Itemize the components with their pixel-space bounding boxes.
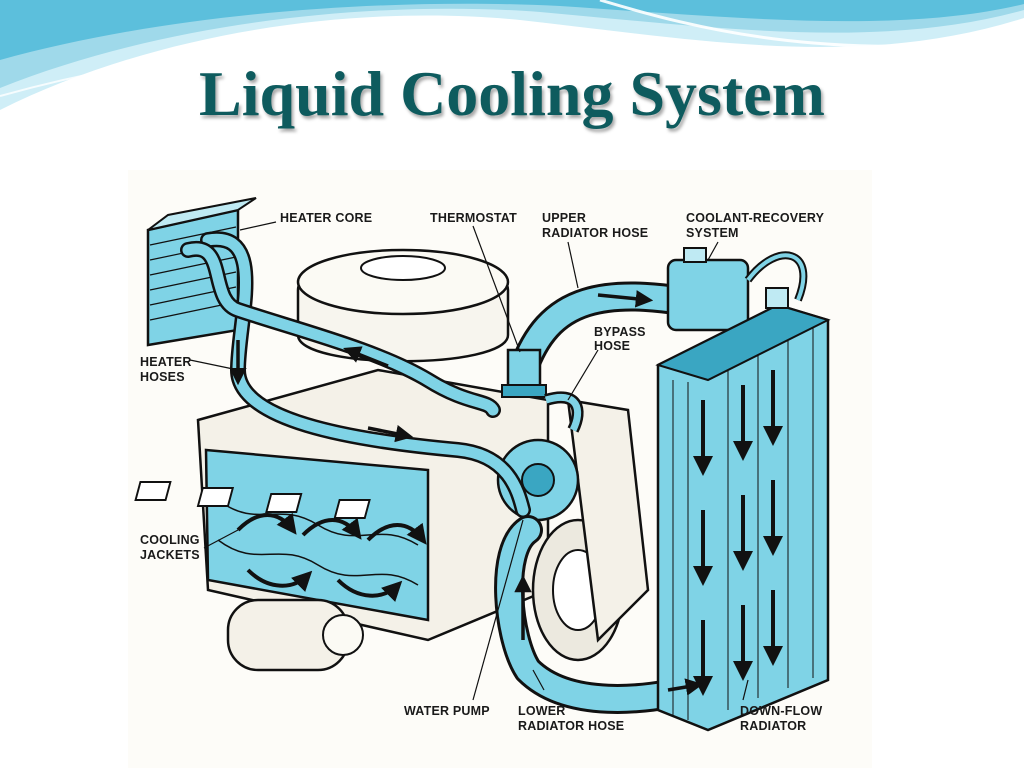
bypass-hose bbox=[544, 391, 584, 433]
coolant-recovery-tank bbox=[666, 247, 808, 332]
cooling-system-diagram: HEATER CORE THERMOSTAT UPPER RADIATOR HO… bbox=[128, 170, 872, 768]
thermostat-housing bbox=[501, 348, 547, 398]
label-lower-radiator-hose-line2: RADIATOR HOSE bbox=[518, 719, 624, 733]
hose-flow-arrows bbox=[229, 290, 704, 696]
label-leader-lines bbox=[189, 221, 749, 701]
label-lower-radiator-hose-line1: LOWER bbox=[518, 704, 566, 718]
starter-motor bbox=[226, 598, 364, 672]
diagram-labels: HEATER CORE THERMOSTAT UPPER RADIATOR HO… bbox=[140, 211, 825, 733]
label-coolant-recovery-line2: SYSTEM bbox=[686, 226, 739, 240]
label-heater-core: HEATER CORE bbox=[280, 211, 372, 225]
label-heater-hoses-line1: HEATER bbox=[140, 355, 192, 369]
cooling-diagram-svg: HEATER CORE THERMOSTAT UPPER RADIATOR HO… bbox=[134, 197, 831, 733]
label-heater-hoses-line2: HOSES bbox=[140, 370, 185, 384]
air-cleaner bbox=[296, 248, 510, 363]
engine-block bbox=[196, 368, 550, 642]
label-bypass-hose-line1: BYPASS bbox=[594, 325, 646, 339]
heater-hoses bbox=[180, 231, 531, 518]
label-down-flow-radiator-line2: RADIATOR bbox=[740, 719, 806, 733]
header-wave-decoration bbox=[0, 0, 1024, 110]
label-thermostat: THERMOSTAT bbox=[430, 211, 517, 225]
label-upper-radiator-hose-line2: RADIATOR HOSE bbox=[542, 226, 648, 240]
slide-title: Liquid Cooling System bbox=[199, 58, 825, 129]
label-water-pump: WATER PUMP bbox=[404, 704, 490, 718]
label-down-flow-radiator-line1: DOWN-FLOW bbox=[740, 704, 822, 718]
label-upper-radiator-hose-line1: UPPER bbox=[542, 211, 586, 225]
jacket-flow-arrows bbox=[236, 512, 427, 602]
fan-pulley bbox=[531, 398, 650, 662]
radiator-flow-arrows bbox=[693, 370, 783, 696]
label-cooling-jackets-line1: COOLING bbox=[140, 533, 200, 547]
label-cooling-jackets-line2: JACKETS bbox=[140, 548, 200, 562]
label-coolant-recovery-line1: COOLANT-RECOVERY bbox=[686, 211, 825, 225]
label-bypass-hose-line2: HOSE bbox=[594, 339, 630, 353]
